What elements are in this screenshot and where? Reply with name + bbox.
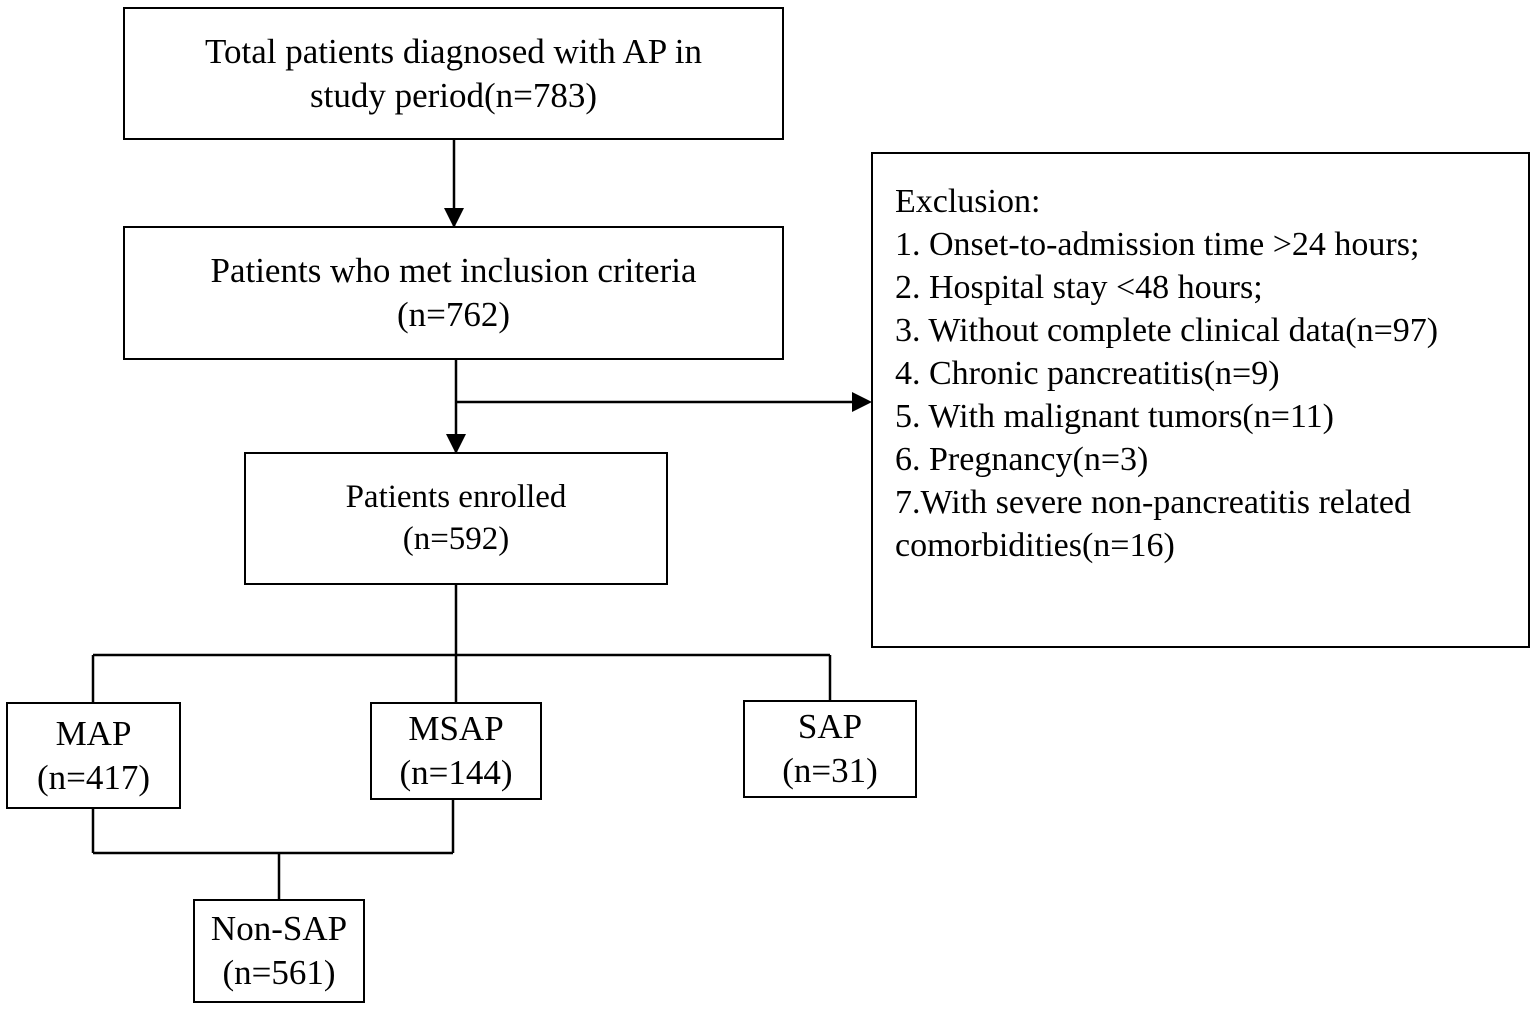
patients-enrolled-box: Patients enrolled (n=592): [244, 452, 668, 585]
inclusion-criteria-box: Patients who met inclusion criteria (n=7…: [123, 226, 784, 360]
exclusion-item: 2. Hospital stay <48 hours;: [895, 269, 1263, 306]
exclusion-item: 1. Onset-to-admission time >24 hours;: [895, 226, 1420, 263]
inclusion-line2: (n=762): [396, 295, 511, 334]
non-sap-count: (n=561): [222, 953, 336, 992]
exclusion-item: 3. Without complete clinical data(n=97): [895, 312, 1439, 349]
exclusion-item: 7.With severe non-pancreatitis related: [895, 484, 1411, 521]
sap-label: SAP: [797, 707, 863, 747]
map-box: MAP (n=417): [6, 702, 181, 809]
enrolled-line2: (n=592): [402, 520, 510, 557]
exclusion-item: comorbidities(n=16): [895, 527, 1175, 564]
sap-count: (n=31): [782, 751, 878, 790]
enrolled-line1: Patients enrolled: [345, 479, 567, 516]
map-count: (n=417): [36, 757, 151, 797]
non-sap-box: Non-SAP (n=561): [193, 899, 365, 1003]
total-patients-line2: study period(n=783): [309, 75, 598, 115]
msap-count: (n=144): [399, 753, 513, 792]
non-sap-label: Non-SAP: [210, 909, 348, 949]
msap-label: MSAP: [408, 709, 504, 749]
exclusion-item: 4. Chronic pancreatitis(n=9): [895, 355, 1280, 392]
msap-box: MSAP (n=144): [370, 702, 542, 800]
inclusion-line1: Patients who met inclusion criteria: [210, 251, 697, 291]
sap-box: SAP (n=31): [743, 700, 917, 798]
total-patients-line1: Total patients diagnosed with AP in: [205, 31, 702, 71]
map-label: MAP: [55, 713, 132, 753]
exclusion-item: 6. Pregnancy(n=3): [895, 441, 1149, 478]
exclusion-title: Exclusion:: [895, 183, 1041, 220]
exclusion-item: 5. With malignant tumors(n=11): [895, 398, 1334, 435]
total-patients-box: Total patients diagnosed with AP in stud…: [123, 7, 784, 140]
exclusion-box: Exclusion: 1. Onset-to-admission time >2…: [871, 152, 1530, 648]
